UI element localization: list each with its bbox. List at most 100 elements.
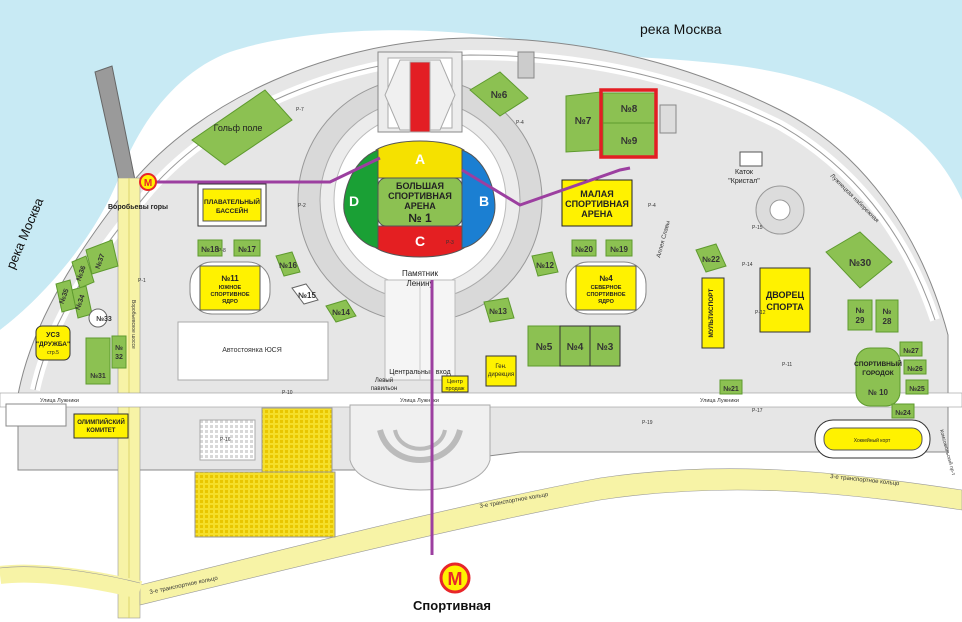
building-18-label: №18 [201, 245, 219, 254]
left-pavilion-line-2: павильон [371, 386, 397, 392]
building-33[interactable] [88, 308, 108, 328]
rink-kristall[interactable] [739, 151, 763, 167]
parking-label: Автостоянка ЮСЯ [222, 347, 282, 354]
building-29[interactable] [847, 299, 873, 331]
sector-d[interactable] [343, 149, 379, 249]
sector-a[interactable] [375, 140, 465, 179]
svg-text:M: M [448, 569, 463, 589]
building-3-label: №3 [597, 342, 614, 353]
building-28[interactable] [875, 299, 899, 333]
street-luzhniki-3: Улица Лужники [700, 398, 739, 404]
building-22[interactable] [695, 243, 727, 273]
north-core-line-3: СПОРТИВНОЕ [586, 292, 625, 298]
south-core-line-4: ЯДРО [222, 299, 238, 305]
building-12-label: №12 [536, 261, 554, 270]
svg-text:M: M [144, 178, 152, 189]
lenin-line-2: Ленину [406, 279, 433, 288]
metro-icon-sportivnaya[interactable] [439, 562, 471, 594]
building-18[interactable] [197, 239, 223, 257]
building-32-line-2: 32 [115, 354, 123, 361]
building-29-line-1: № [856, 306, 865, 315]
building-27[interactable] [899, 341, 923, 357]
north-core-line-4: ЯДРО [598, 299, 614, 305]
road-p17: Р-17 [752, 408, 763, 414]
building-5-label: №5 [536, 342, 553, 353]
north-core-line-2: СЕВЕРНОЕ [591, 285, 622, 291]
usz-line-2: "ДРУЖБА" [36, 341, 70, 348]
sport-palace[interactable] [759, 267, 811, 333]
building-21[interactable] [719, 379, 743, 395]
small-buildings: №18 №17 №16 №15 №14 №20 №19 №12 №13 [197, 239, 633, 323]
building-24[interactable] [891, 403, 915, 419]
big-arena-line-3: АРЕНА [404, 201, 436, 211]
building-3[interactable] [589, 325, 621, 367]
river [0, 0, 962, 330]
arena-field [377, 177, 463, 227]
building-17-label: №17 [238, 245, 256, 254]
lenin-line-1: Памятник [402, 269, 439, 278]
building-8[interactable] [602, 92, 656, 124]
parking-lot-small [199, 419, 256, 461]
building-24-label: №24 [895, 409, 911, 417]
ticket-center-line-2: продаж [446, 386, 465, 392]
parking-area [177, 321, 329, 381]
metro-icon-vorobyovy[interactable] [139, 173, 157, 191]
building-31[interactable] [85, 337, 111, 385]
sport-town-10[interactable] [855, 347, 901, 407]
road-p8: Р-8 [218, 248, 226, 254]
golf-label: Гольф поле [214, 123, 263, 133]
building-6[interactable] [469, 71, 529, 117]
building-20-label: №20 [575, 245, 593, 254]
building-12[interactable] [531, 251, 559, 277]
big-sport-arena[interactable]: A B C D БОЛЬШАЯ СПОРТИВНАЯ АРЕНА № 1 [343, 140, 496, 258]
rink-line-2: "Кристал" [728, 178, 760, 185]
usz-druzhba[interactable] [35, 325, 71, 361]
building-4-field[interactable] [559, 325, 591, 367]
rink-line-1: Каток [735, 169, 754, 176]
building-5[interactable] [527, 325, 561, 367]
road-p12: Р-12 [755, 310, 766, 316]
road-p4b: Р-4 [648, 203, 656, 209]
building-15[interactable] [291, 283, 319, 305]
palace-line-2: СПОРТА [766, 302, 804, 312]
building-19[interactable] [605, 239, 633, 257]
building-32-line-1: № [115, 344, 123, 352]
road-p14: Р-14 [742, 262, 753, 268]
building-29-line-2: 29 [856, 316, 865, 325]
hockey-label: Хоккейный корт [854, 437, 891, 444]
building-16[interactable] [275, 251, 301, 277]
building-25[interactable] [905, 379, 929, 395]
building-9[interactable] [602, 122, 656, 157]
olymp-line-1: ОЛИМПИЙСКИЙ [77, 418, 125, 426]
multisport[interactable] [701, 277, 725, 349]
building-19-label: №19 [610, 245, 628, 254]
building-20[interactable] [571, 239, 597, 257]
building-28-line-2: 28 [883, 317, 892, 326]
ticket-center[interactable] [441, 375, 469, 393]
general-directorate[interactable] [485, 355, 517, 387]
road-p15: Р-15 [752, 225, 763, 231]
small-arena-line-1: МАЛАЯ [580, 189, 613, 199]
usz-line-1: УСЗ [46, 332, 60, 339]
road-p19: Р-19 [642, 420, 653, 426]
small-arena-line-3: АРЕНА [581, 209, 613, 219]
south-core-line-1: №11 [221, 274, 239, 283]
building-36[interactable] [71, 255, 95, 289]
building-32[interactable] [111, 335, 127, 369]
building-13[interactable] [483, 297, 515, 323]
left-pavilion-line-1: Левый [375, 377, 393, 384]
building-26[interactable] [903, 359, 927, 375]
building-14-label: №14 [332, 308, 350, 317]
third-ring [139, 468, 962, 606]
highlight-frame [599, 88, 658, 159]
building-30[interactable] [825, 231, 893, 289]
olympic-committee[interactable] [73, 413, 129, 439]
building-17[interactable] [233, 239, 261, 257]
building-14[interactable] [325, 299, 357, 323]
building-22-label: №22 [702, 255, 720, 264]
building-37[interactable] [85, 239, 119, 275]
street-luzhniki-2: Улица Лужники [400, 398, 439, 404]
building-16-label: №16 [279, 261, 297, 270]
golf-field[interactable] [191, 89, 293, 166]
pool-line-1: ПЛАВАТЕЛЬНЫЙ [204, 197, 260, 206]
